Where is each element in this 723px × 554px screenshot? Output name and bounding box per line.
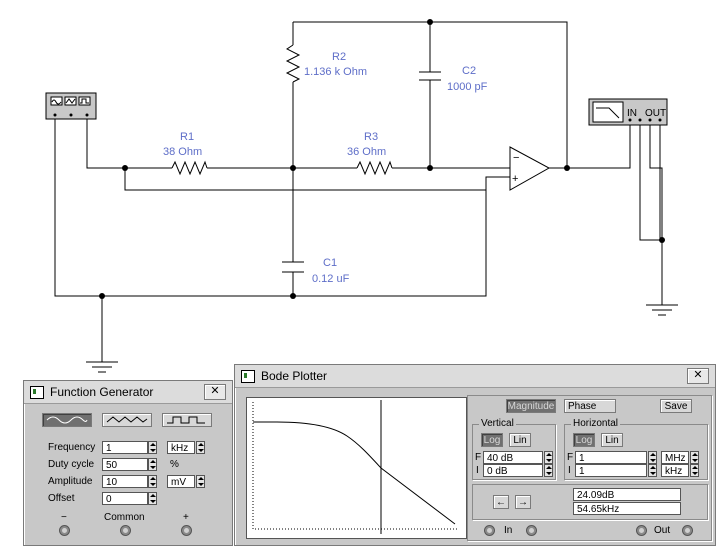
r1-name: R1 bbox=[180, 131, 194, 143]
sine-wave-icon bbox=[46, 416, 88, 424]
c1-name: C1 bbox=[323, 257, 337, 269]
c2-value: 1000 pF bbox=[447, 81, 488, 93]
square-wave-icon bbox=[167, 416, 205, 424]
amplitude-input[interactable]: 10 bbox=[102, 475, 148, 488]
terminal-plus-label: + bbox=[183, 512, 189, 523]
amplitude-spinner[interactable] bbox=[148, 475, 157, 488]
function-generator-window: Function Generator ✕ Frequency 1 kHz Dut… bbox=[23, 380, 233, 546]
vertical-initial-input[interactable]: 0 dB bbox=[483, 464, 543, 477]
offset-spinner[interactable] bbox=[148, 492, 157, 505]
frequency-input[interactable]: 1 bbox=[102, 441, 148, 454]
cursor-left-button[interactable]: ← bbox=[493, 495, 509, 509]
bode-plotter-icon[interactable] bbox=[588, 98, 668, 126]
function-generator-title: Function Generator bbox=[50, 385, 154, 399]
bode-plotter-window: Bode Plotter ✕ Magnitude Phase Save Vert… bbox=[234, 364, 716, 546]
in-terminal-1[interactable] bbox=[484, 525, 495, 536]
waveform-sine-button[interactable] bbox=[42, 413, 92, 427]
bode-plot-graph bbox=[252, 400, 459, 534]
vertical-i-label: I bbox=[476, 465, 479, 476]
out-terminal-2[interactable] bbox=[682, 525, 693, 536]
horizontal-final-unit-spinner[interactable] bbox=[690, 451, 699, 464]
vertical-initial-spinner[interactable] bbox=[544, 464, 553, 477]
horizontal-initial-input[interactable]: 1 bbox=[575, 464, 647, 477]
horizontal-i-label: I bbox=[568, 465, 571, 476]
save-button[interactable]: Save bbox=[660, 399, 692, 413]
duty-cycle-input[interactable]: 50 bbox=[102, 458, 148, 471]
duty-cycle-unit: % bbox=[170, 459, 179, 470]
c1-value: 0.12 uF bbox=[312, 273, 350, 285]
opamp-minus: − bbox=[513, 152, 519, 164]
vertical-log-button[interactable]: Log bbox=[481, 433, 503, 447]
vertical-final-input[interactable]: 40 dB bbox=[483, 451, 543, 464]
vertical-group: Vertical Log Lin F 40 dB I 0 dB bbox=[472, 418, 556, 480]
window-icon bbox=[241, 369, 255, 383]
frequency-unit-spinner[interactable] bbox=[196, 441, 205, 454]
magnitude-button[interactable]: Magnitude bbox=[506, 399, 556, 413]
horizontal-initial-unit-spinner[interactable] bbox=[690, 464, 699, 477]
duty-cycle-spinner[interactable] bbox=[148, 458, 157, 471]
horizontal-group: Horizontal Log Lin F 1 MHz I 1 kHz bbox=[564, 418, 708, 480]
out-label: Out bbox=[654, 525, 671, 536]
horizontal-initial-spinner[interactable] bbox=[648, 464, 657, 477]
phase-button[interactable]: Phase bbox=[564, 399, 616, 413]
horizontal-lin-button[interactable]: Lin bbox=[601, 433, 623, 447]
c2-name: C2 bbox=[462, 65, 476, 77]
magnitude-curve bbox=[253, 421, 456, 525]
function-generator-icon[interactable] bbox=[45, 92, 97, 120]
frequency-spinner[interactable] bbox=[148, 441, 157, 454]
horizontal-log-button[interactable]: Log bbox=[573, 433, 595, 447]
bode-plotter-titlebar[interactable]: Bode Plotter ✕ bbox=[235, 365, 715, 388]
amplitude-label: Amplitude bbox=[48, 476, 93, 487]
vertical-f-label: F bbox=[475, 452, 482, 463]
frequency-unit-select[interactable]: kHz bbox=[167, 441, 195, 454]
vertical-label: Vertical bbox=[479, 418, 516, 429]
offset-input[interactable]: 0 bbox=[102, 492, 148, 505]
horizontal-final-unit-select[interactable]: MHz bbox=[661, 451, 689, 464]
horizontal-initial-unit-select[interactable]: kHz bbox=[661, 464, 689, 477]
out-terminal-1[interactable] bbox=[636, 525, 647, 536]
bode-in-label: IN bbox=[627, 108, 637, 119]
readout-frequency: 54.65kHz bbox=[573, 502, 681, 515]
vertical-final-spinner[interactable] bbox=[544, 451, 553, 464]
r2-name: R2 bbox=[332, 51, 346, 63]
close-button[interactable]: ✕ bbox=[687, 368, 709, 384]
in-label: In bbox=[504, 525, 513, 536]
vertical-lin-button[interactable]: Lin bbox=[509, 433, 531, 447]
r1-value: 38 Ohm bbox=[163, 146, 202, 158]
terminal-minus-label: − bbox=[61, 512, 67, 523]
horizontal-final-input[interactable]: 1 bbox=[575, 451, 647, 464]
terminal-common[interactable] bbox=[120, 525, 131, 536]
offset-label: Offset bbox=[48, 493, 75, 504]
opamp-plus: + bbox=[512, 173, 518, 185]
readout-group: ← → 24.09dB 54.65kHz bbox=[472, 484, 708, 520]
r3-value: 36 Ohm bbox=[347, 146, 386, 158]
waveform-square-button[interactable] bbox=[162, 413, 212, 427]
horizontal-label: Horizontal bbox=[571, 418, 621, 429]
bode-plot-display[interactable] bbox=[246, 397, 467, 539]
in-terminal-2[interactable] bbox=[526, 525, 537, 536]
terminal-plus[interactable] bbox=[181, 525, 192, 536]
cursor-right-button[interactable]: → bbox=[515, 495, 531, 509]
waveform-triangle-button[interactable] bbox=[102, 413, 152, 427]
frequency-label: Frequency bbox=[48, 442, 96, 453]
terminal-minus[interactable] bbox=[59, 525, 70, 536]
duty-cycle-label: Duty cycle bbox=[48, 459, 95, 470]
horizontal-final-spinner[interactable] bbox=[648, 451, 657, 464]
r3-name: R3 bbox=[364, 131, 378, 143]
function-generator-titlebar[interactable]: Function Generator ✕ bbox=[24, 381, 232, 404]
terminal-common-label: Common bbox=[104, 512, 145, 523]
amplitude-unit-select[interactable]: mV bbox=[167, 475, 195, 488]
amplitude-unit-spinner[interactable] bbox=[196, 475, 205, 488]
close-button[interactable]: ✕ bbox=[204, 384, 226, 400]
bode-out-label: OUT bbox=[645, 108, 666, 119]
r2-value: 1.136 k Ohm bbox=[304, 66, 367, 78]
horizontal-f-label: F bbox=[567, 452, 574, 463]
readout-magnitude: 24.09dB bbox=[573, 488, 681, 501]
bode-plotter-title: Bode Plotter bbox=[261, 369, 328, 383]
triangle-wave-icon bbox=[106, 416, 148, 423]
window-icon bbox=[30, 385, 44, 399]
